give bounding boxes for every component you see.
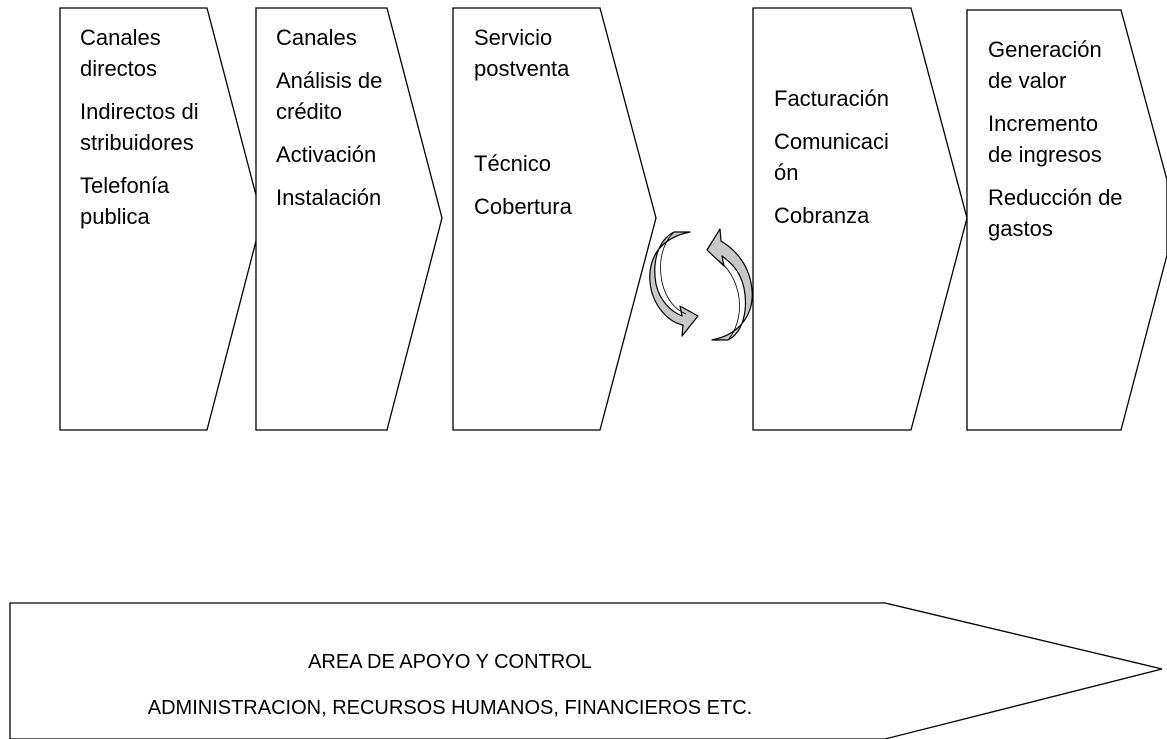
stage-3-text: Servicio postventa Técnico Cobertura [474,22,594,234]
stage-2-line-4: Instalación [276,185,382,210]
cycle-arrows-icon [649,228,753,341]
stage-3-line-1: Servicio postventa [474,25,570,81]
stage-2-chevron [255,7,443,431]
stage-4-text: Facturación Comunicación Cobranza [774,83,894,243]
stage-5-text: Generación de valor Incremento de ingres… [988,34,1123,256]
stage-2-line-2: Análisis de crédito [276,68,383,124]
stage-1-line-1: Canales directos [80,25,161,81]
stage-1-text: Canales directos Indirectos distribuidor… [80,22,210,244]
stage-3-line-2: Técnico [474,151,552,176]
stage-5-chevron [966,9,1167,431]
stage-4-chevron [752,7,968,431]
stage-2-line-1: Canales [276,25,357,50]
stage-4-line-2: Comunicación [774,129,889,185]
support-subtitle: ADMINISTRACION, RECURSOS HUMANOS, FINANC… [147,697,753,719]
stage-2-text: Canales Análisis de crédito Activación I… [276,22,406,225]
stage-5-line-1: Generación de valor [988,37,1102,93]
stage-1-chevron [59,7,263,431]
stage-3-chevron [452,7,657,431]
stage-1-line-3: Telefonía publica [80,173,170,229]
stage-1-line-2: Indirectos distribuidores [80,99,199,155]
stage-4-line-3: Cobranza [774,203,870,228]
stage-2-line-3: Activación [276,142,377,167]
stage-3-line-3: Cobertura [474,194,572,219]
stage-4-line-1: Facturación [774,86,889,111]
support-area-arrow [9,602,1163,739]
support-title: AREA DE APOYO Y CONTROL [308,651,592,673]
stage-5-line-3: Reducción de gastos [988,185,1123,241]
stage-5-line-2: Incremento de ingresos [988,111,1102,167]
